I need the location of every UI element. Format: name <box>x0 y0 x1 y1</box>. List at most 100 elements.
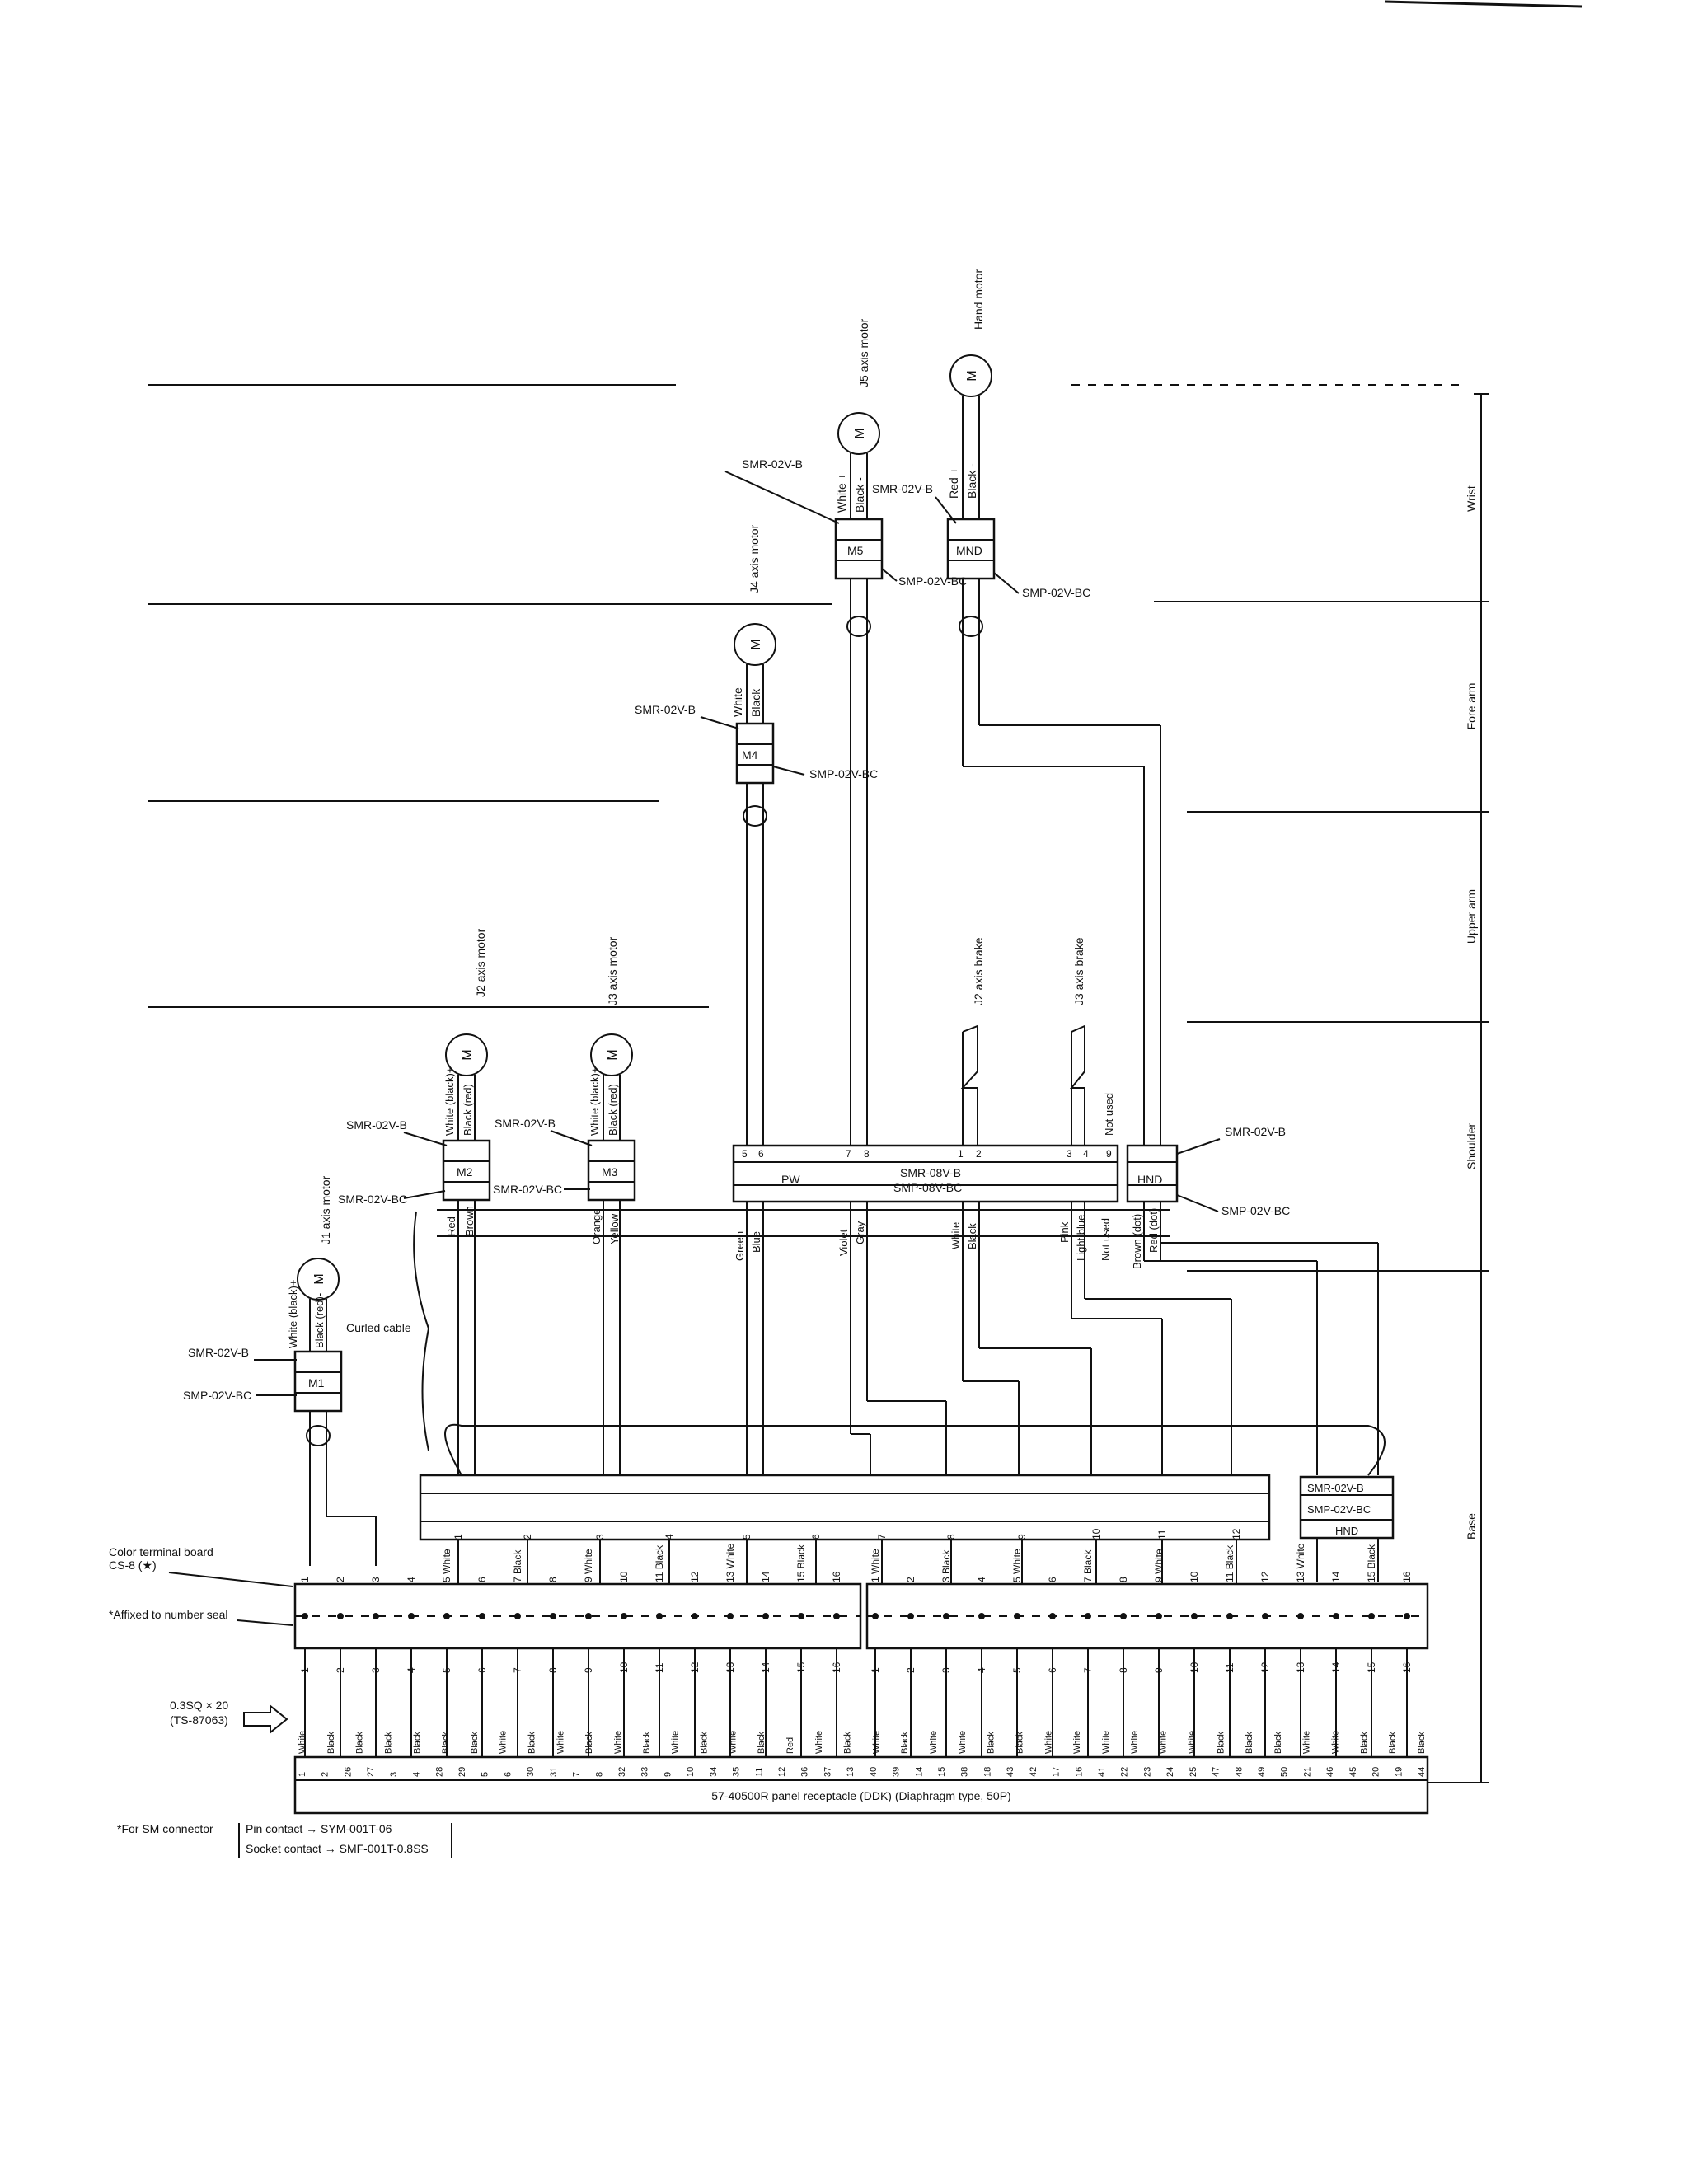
terminal-upper-label: 12 <box>1259 1571 1271 1582</box>
j5-wire-black: Black - <box>853 477 866 513</box>
terminal-upper-label: 5 White <box>441 1549 452 1582</box>
j2-motor: J2 axis motor M White (black)+ Black (re… <box>338 928 491 1475</box>
terminal-screw <box>585 1613 592 1619</box>
terminal-upper-label: 14 <box>1330 1571 1342 1582</box>
j3-motor-label: J3 axis motor <box>606 936 619 1005</box>
receptacle-pin: 18 <box>982 1767 992 1777</box>
terminal-screw <box>479 1613 485 1619</box>
receptacle-wire-label: Black <box>843 1732 853 1754</box>
terminal-upper-label: 8 <box>547 1577 559 1582</box>
terminal-screw <box>1262 1613 1268 1619</box>
j2-motor-label: J2 axis motor <box>474 928 487 997</box>
terminal-screw <box>1085 1613 1091 1619</box>
relay-pin: 2 <box>522 1534 533 1540</box>
receptacle-pin: 23 <box>1142 1767 1152 1777</box>
relay-pin: 8 <box>945 1534 957 1540</box>
receptacle-wire-label: Black <box>642 1732 652 1754</box>
receptacle-pin: 16 <box>1074 1767 1084 1777</box>
cable-spec: 0.3SQ × 20 (TS-87063) <box>170 1699 288 1735</box>
receptacle-wire-label: White <box>728 1731 738 1754</box>
terminal-upper-label: 11 Black <box>654 1544 665 1582</box>
terminal-upper-label: 6 <box>476 1577 488 1582</box>
hnd-connector: HND SMR-02V-B SMP-02V-BC Brown (dot) Red… <box>1126 1125 1379 1475</box>
relay-pin: 3 <box>594 1534 606 1540</box>
terminal-upper-label: 13 White <box>724 1543 736 1582</box>
not-used-label-top: Not used <box>1103 1093 1115 1136</box>
receptacle-pin: 13 <box>846 1767 856 1777</box>
receptacle-pin: 14 <box>914 1767 924 1777</box>
receptacle-wire-label: White <box>1159 1731 1169 1754</box>
receptacle-wire-label: Black <box>699 1732 709 1754</box>
m2-wire-brown: Brown <box>463 1206 476 1236</box>
receptacle-wire-label: Black <box>412 1732 422 1754</box>
receptacle-pin: 10 <box>686 1767 696 1777</box>
terminal-upper-label: 10 <box>618 1571 630 1582</box>
hand-wire-red: Red + <box>947 467 960 499</box>
terminal-screw <box>978 1613 985 1619</box>
receptacle-pin: 42 <box>1029 1767 1039 1777</box>
j3-wire-black: Black (red) <box>607 1084 619 1136</box>
receptacle-pin: 41 <box>1097 1767 1107 1777</box>
relay-pin: 7 <box>876 1534 888 1540</box>
receptacle-wire-label: White <box>1101 1731 1111 1754</box>
relay-pin: 1 <box>452 1534 464 1540</box>
receptacle-wire-label: Red <box>785 1737 795 1754</box>
j2-motor-symbol: M <box>461 1049 475 1060</box>
receptacle-pin: 15 <box>937 1767 947 1777</box>
receptacle-pin: 45 <box>1348 1767 1358 1777</box>
receptacle-wire-label: Black <box>470 1732 480 1754</box>
pw-wire-light-blue: Light blue <box>1075 1215 1087 1261</box>
j1-motor-label: J1 axis motor <box>319 1175 332 1244</box>
receptacle-wire-label: Black <box>1273 1732 1283 1754</box>
terminal-screw <box>727 1613 734 1619</box>
receptacle-pin: 24 <box>1165 1767 1175 1777</box>
panel-receptacle: 57-40500R panel receptacle (DDK) (Diaphr… <box>293 1731 1429 1815</box>
terminal-upper-label: 9 White <box>583 1549 594 1582</box>
mnd-connector-label: MND <box>956 544 982 557</box>
cable-spec-size: 0.3SQ × 20 <box>170 1699 228 1712</box>
terminal-screw <box>692 1613 698 1619</box>
m2-connector-label: M2 <box>457 1165 473 1179</box>
j1-motor-symbol: M <box>312 1273 326 1284</box>
receptacle-pin: 35 <box>732 1767 742 1777</box>
relay-pin: 5 <box>741 1534 753 1540</box>
pw-pin-3: 3 <box>1067 1148 1072 1160</box>
receptacle-pin: 26 <box>343 1767 353 1777</box>
hand-motor-symbol: M <box>965 370 979 381</box>
receptacle-wire-label: Black <box>1417 1732 1427 1754</box>
pw-label: PW <box>781 1173 800 1186</box>
receptacle-pin: 31 <box>549 1767 559 1777</box>
receptacle-pin: 39 <box>892 1767 902 1777</box>
m5-receptacle-model: SMP-02V-BC <box>898 574 967 588</box>
j4-motor-label: J4 axis motor <box>748 524 761 593</box>
j1-wire-black: Black (red)- <box>313 1293 326 1348</box>
terminal-screw <box>762 1613 769 1619</box>
m2-plug-model: SMR-02V-B <box>346 1118 407 1132</box>
j2-wire-white: White (black)+ <box>443 1067 456 1136</box>
receptacle-pin: 36 <box>800 1767 810 1777</box>
terminal-screw <box>1226 1613 1233 1619</box>
receptacle-pin: 3 <box>389 1772 399 1777</box>
receptacle-pin: 46 <box>1325 1767 1335 1777</box>
terminal-screw <box>443 1613 450 1619</box>
pw-pin-9: 9 <box>1106 1148 1112 1160</box>
receptacle-wire-label: White <box>1187 1731 1197 1754</box>
receptacle-wire-label: Black <box>1388 1732 1398 1754</box>
terminal-screw <box>1049 1613 1056 1619</box>
receptacle-pin: 12 <box>777 1767 787 1777</box>
section-dividers <box>148 384 1484 1783</box>
j3-brake-label: J3 axis brake <box>1072 937 1085 1005</box>
terminal-screw <box>1404 1613 1410 1619</box>
receptacle-wire-label: White <box>298 1731 307 1754</box>
section-label-upper-arm: Upper arm <box>1465 889 1478 944</box>
terminal-upper-label: 8 <box>1118 1577 1129 1582</box>
receptacle-wire-label: Black <box>1216 1732 1226 1754</box>
j5-motor-symbol: M <box>853 428 867 438</box>
receptacle-pin: 25 <box>1189 1767 1198 1777</box>
terminal-screw <box>1368 1613 1375 1619</box>
receptacle-wire-label: Black <box>900 1732 910 1754</box>
receptacle-pin: 21 <box>1302 1767 1312 1777</box>
receptacle-pin: 50 <box>1280 1767 1290 1777</box>
